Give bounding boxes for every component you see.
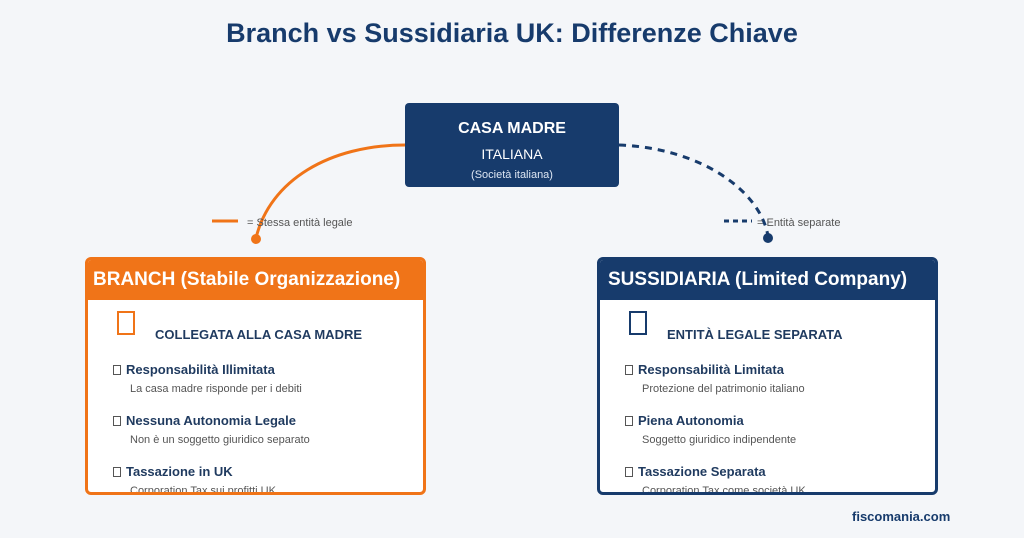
branch-feature-title: Responsabilità Illimitata xyxy=(126,362,275,377)
parent-company-title: CASA MADRE xyxy=(458,120,566,137)
subsidiary-connector-endpoint xyxy=(763,233,773,243)
checkbox-icon xyxy=(113,467,121,477)
branch-feature-desc: La casa madre risponde per i debiti xyxy=(130,383,302,395)
branch-feature: Nessuna Autonomia Legale Non è un sogget… xyxy=(113,413,310,446)
branch-card-subtitle: COLLEGATA ALLA CASA MADRE xyxy=(155,327,363,342)
branch-connector xyxy=(254,143,406,239)
subsidiary-connector xyxy=(618,143,770,237)
subsidiary-feature: Tassazione Separata Corporation Tax come… xyxy=(625,464,806,495)
parent-company-box: CASA MADRE ITALIANA (Società italiana) xyxy=(405,103,619,187)
subsidiary-feature-desc: Protezione del patrimonio italiano xyxy=(642,383,805,395)
checkbox-icon xyxy=(113,416,121,426)
branch-feature-desc: Non è un soggetto giuridico separato xyxy=(130,434,310,446)
subsidiary-feature-title: Responsabilità Limitata xyxy=(638,362,784,377)
subsidiary-card-subtitle: ENTITÀ LEGALE SEPARATA xyxy=(667,327,843,342)
subsidiary-card-header: SUSSIDIARIA (Limited Company) xyxy=(600,260,935,300)
parent-company-note: (Società italiana) xyxy=(471,169,553,181)
checkbox-icon xyxy=(625,467,633,477)
parent-company-subtitle: ITALIANA xyxy=(481,146,543,162)
branch-card-header: BRANCH (Stabile Organizzazione) xyxy=(88,260,423,300)
branch-feature: Tassazione in UK Corporation Tax sui pro… xyxy=(113,464,276,495)
diagram-title: Branch vs Sussidiaria UK: Differenze Chi… xyxy=(226,18,798,48)
branch-feature-desc: Corporation Tax sui profitti UK xyxy=(130,485,276,495)
branch-document-icon xyxy=(117,311,135,335)
subsidiary-feature: Piena Autonomia Soggetto giuridico indip… xyxy=(625,413,796,446)
site-credit: fiscomania.com xyxy=(852,509,951,524)
subsidiary-feature-title: Tassazione Separata xyxy=(638,464,766,479)
subsidiary-feature-desc: Soggetto giuridico indipendente xyxy=(642,434,797,446)
branch-feature-title: Tassazione in UK xyxy=(126,464,233,479)
checkbox-icon xyxy=(625,365,633,375)
branch-feature-title: Nessuna Autonomia Legale xyxy=(126,413,296,428)
subsidiary-feature-title: Piena Autonomia xyxy=(638,413,744,428)
subsidiary-card: SUSSIDIARIA (Limited Company) ENTITÀ LEG… xyxy=(597,257,938,495)
branch-feature: Responsabilità Illimitata La casa madre … xyxy=(113,362,302,395)
checkbox-icon xyxy=(113,365,121,375)
subsidiary-feature-desc: Corporation Tax come società UK xyxy=(642,485,806,495)
checkbox-icon xyxy=(625,416,633,426)
legend-branch-label: = Stessa entità legale xyxy=(247,217,353,229)
branch-connector-endpoint xyxy=(251,234,261,244)
subsidiary-feature: Responsabilità Limitata Protezione del p… xyxy=(625,362,805,395)
legend-subsidiary-label: = Entità separate xyxy=(757,217,841,229)
branch-card: BRANCH (Stabile Organizzazione) COLLEGAT… xyxy=(85,257,426,495)
subsidiary-document-icon xyxy=(629,311,647,335)
